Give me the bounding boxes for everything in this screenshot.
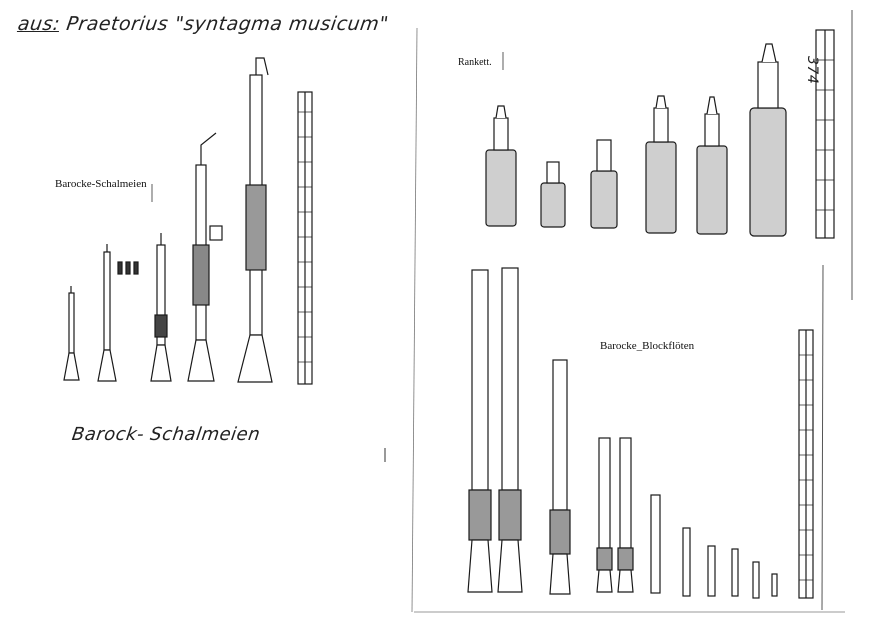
recorder-8 (707, 545, 716, 597)
recorder-10 (752, 561, 760, 599)
recorder-7 (682, 527, 691, 597)
rankett-3 (590, 139, 618, 229)
label-blockfloeten: Barocke_Blockflöten (600, 340, 695, 352)
shawm-4 (187, 132, 223, 382)
recorder-9 (731, 548, 739, 597)
recorder-11 (771, 573, 778, 597)
handwritten-schalmeien: Barock- Schalmeien (70, 424, 262, 445)
reed-pegs (117, 261, 139, 275)
source-note-prefix: aus: (16, 13, 62, 35)
source-note: aus: Praetorius "syntagma musicum" (16, 13, 390, 35)
rankett-4 (645, 95, 677, 234)
shawm-2 (97, 244, 117, 382)
rankett-1 (485, 105, 517, 227)
rankett-2 (540, 161, 566, 228)
rankett-6 (749, 43, 787, 237)
label-rankett: Rankett. (458, 57, 492, 68)
recorder-5 (617, 437, 634, 593)
shawm-5 (237, 57, 273, 383)
shawm-3 (150, 233, 172, 382)
scale-ruler-rankett (815, 29, 835, 239)
recorder-2 (497, 267, 523, 593)
rankett-5 (696, 96, 728, 235)
shawm-1 (63, 286, 80, 381)
scale-ruler-right (798, 329, 814, 599)
recorder-3 (549, 359, 571, 595)
source-note-text: Praetorius "syntagma musicum" (58, 13, 391, 35)
page-number: 374 (804, 56, 820, 85)
recorder-1 (467, 269, 493, 593)
recorder-4 (596, 437, 613, 593)
center-fold-line (411, 27, 418, 613)
label-schalmeien: Barocke-Schalmeien (55, 178, 147, 190)
right-edge-line-lower (821, 264, 824, 611)
recorder-6 (650, 494, 661, 594)
scale-ruler-left (297, 91, 313, 385)
